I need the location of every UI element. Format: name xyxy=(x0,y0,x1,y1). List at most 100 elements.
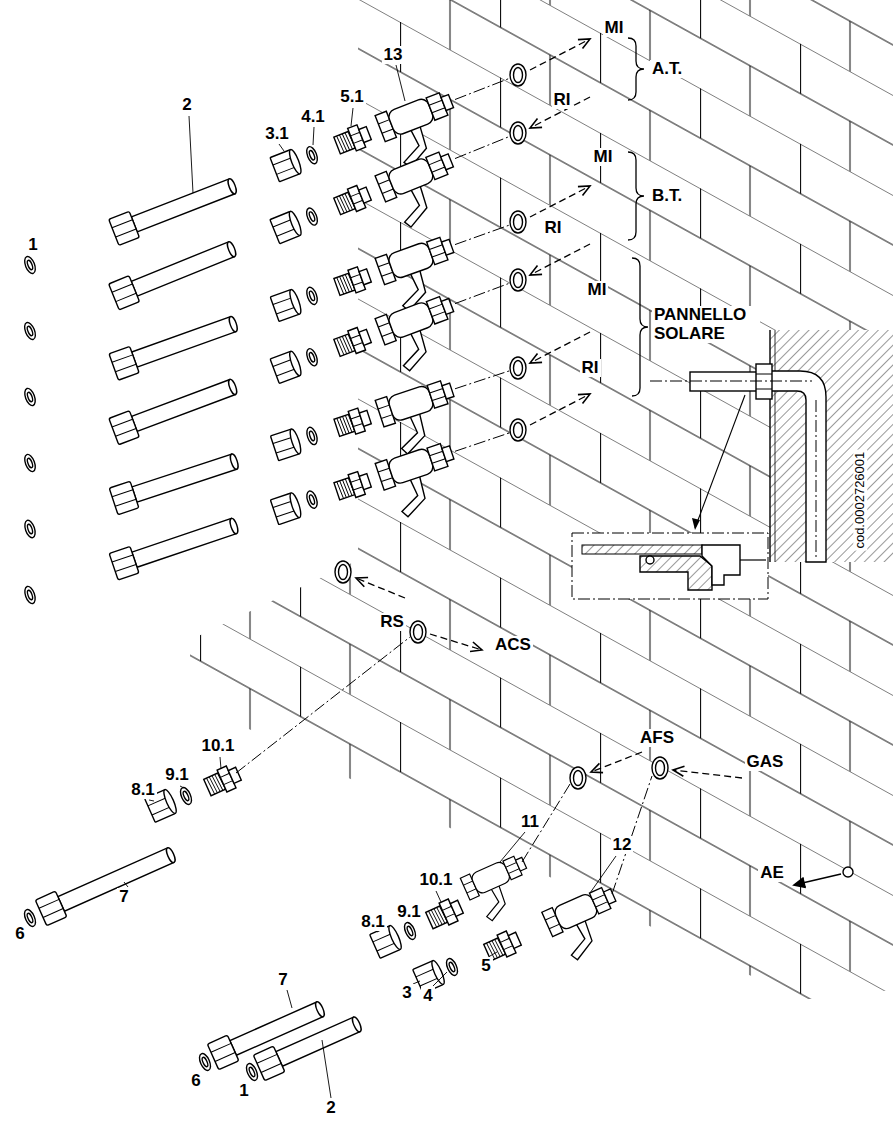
o-ring xyxy=(23,255,38,275)
o-ring-inner xyxy=(309,431,316,442)
centre-line xyxy=(455,225,509,244)
detail-wall-line xyxy=(740,559,766,560)
nut-face xyxy=(39,899,59,908)
pipe-tube xyxy=(132,317,236,368)
hex-face xyxy=(508,869,519,874)
wall-outlet xyxy=(510,122,526,144)
nut-face xyxy=(115,364,136,371)
group-brace xyxy=(628,38,644,100)
arrow-head xyxy=(673,766,685,776)
thread-line xyxy=(342,133,349,150)
arrow-head xyxy=(530,354,542,363)
hex-face xyxy=(442,906,451,910)
arrow-head xyxy=(578,394,590,403)
pipe-tube xyxy=(131,179,235,232)
centre-line xyxy=(236,637,410,773)
nut-face xyxy=(116,293,136,301)
pipe-with-nut xyxy=(253,1010,365,1080)
callout-number: 3.1 xyxy=(263,125,291,144)
callout-number: 8.1 xyxy=(129,781,157,800)
centre-line xyxy=(455,433,509,451)
flow-arrow xyxy=(675,770,742,778)
ball-valve xyxy=(542,883,632,965)
hex-nut xyxy=(109,481,139,514)
hex-face xyxy=(351,416,360,419)
o-ring xyxy=(197,1052,213,1072)
nut-face xyxy=(112,490,133,497)
hex-nut xyxy=(35,891,66,926)
nut-bore xyxy=(287,350,303,377)
o-ring-inner xyxy=(308,352,315,363)
hex-face xyxy=(429,160,442,165)
leader-line xyxy=(220,757,221,769)
o-ring-outer xyxy=(23,387,38,407)
centre-line xyxy=(455,283,509,303)
fitting-spigot xyxy=(359,127,372,143)
hex-face xyxy=(430,389,443,393)
thread-line xyxy=(337,277,344,294)
o-ring xyxy=(23,453,38,473)
o-ring xyxy=(304,207,319,227)
o-ring-outer xyxy=(197,1052,213,1072)
threaded-fitting xyxy=(333,122,373,157)
leader-line xyxy=(351,108,353,126)
nut-face xyxy=(116,429,137,437)
ball-valve xyxy=(460,852,540,926)
wall-outlet-bore xyxy=(414,625,423,640)
o-ring-inner xyxy=(27,524,34,535)
leader-line xyxy=(149,800,154,801)
hex-face xyxy=(350,193,359,197)
centre-line xyxy=(816,400,817,560)
leader-line xyxy=(313,127,314,145)
o-ring xyxy=(305,347,320,367)
o-ring-inner xyxy=(26,458,33,469)
centre-line xyxy=(455,79,509,100)
detail-o-ring xyxy=(646,556,654,564)
leader-line xyxy=(500,832,525,862)
fitting-spigot xyxy=(228,767,241,783)
callout-number: 8.1 xyxy=(359,913,387,932)
threaded-fitting xyxy=(425,896,466,932)
nut-face xyxy=(43,909,63,918)
pipe-tube xyxy=(131,242,234,296)
fitting-spigot xyxy=(359,410,371,426)
hex-nut xyxy=(109,211,140,245)
valve-spigot xyxy=(442,446,454,462)
o-ring-inner xyxy=(182,791,190,802)
leader-line xyxy=(433,972,447,986)
o-ring-inner xyxy=(248,1067,256,1078)
leader-line xyxy=(180,786,184,788)
o-ring-outer xyxy=(23,255,38,275)
pipe-with-nut xyxy=(207,995,328,1069)
hex-face xyxy=(504,946,513,950)
port-label: RI xyxy=(552,91,573,110)
callout-number: 11 xyxy=(519,813,541,832)
thread-line xyxy=(342,336,349,353)
port-label: ACS xyxy=(493,636,533,655)
o-ring-inner xyxy=(308,150,315,161)
detail-pointer xyxy=(695,395,745,528)
o-ring-inner xyxy=(27,590,34,601)
o-ring-inner xyxy=(26,326,33,337)
wall-outlet xyxy=(510,419,526,441)
nut-face xyxy=(378,120,389,124)
o-ring xyxy=(305,286,320,306)
hex-nut xyxy=(109,411,139,445)
fitting-spigot xyxy=(359,187,372,203)
o-ring-inner xyxy=(406,926,414,937)
thread-line xyxy=(340,480,347,497)
leader-line xyxy=(189,116,193,193)
pipe-with-nut xyxy=(35,841,179,926)
o-ring xyxy=(23,585,37,605)
hex-face xyxy=(224,781,233,785)
leader-line xyxy=(322,1040,331,1098)
pipe-end xyxy=(226,178,237,195)
pipe-with-nut xyxy=(109,447,241,514)
callout-number: 4.1 xyxy=(299,108,327,127)
flow-arrow xyxy=(530,187,588,217)
valve-spigot xyxy=(442,383,454,399)
nut-bore xyxy=(288,428,303,455)
arrow-head xyxy=(578,39,590,48)
ball-valve xyxy=(375,292,468,376)
fitting-spigot xyxy=(359,474,371,490)
